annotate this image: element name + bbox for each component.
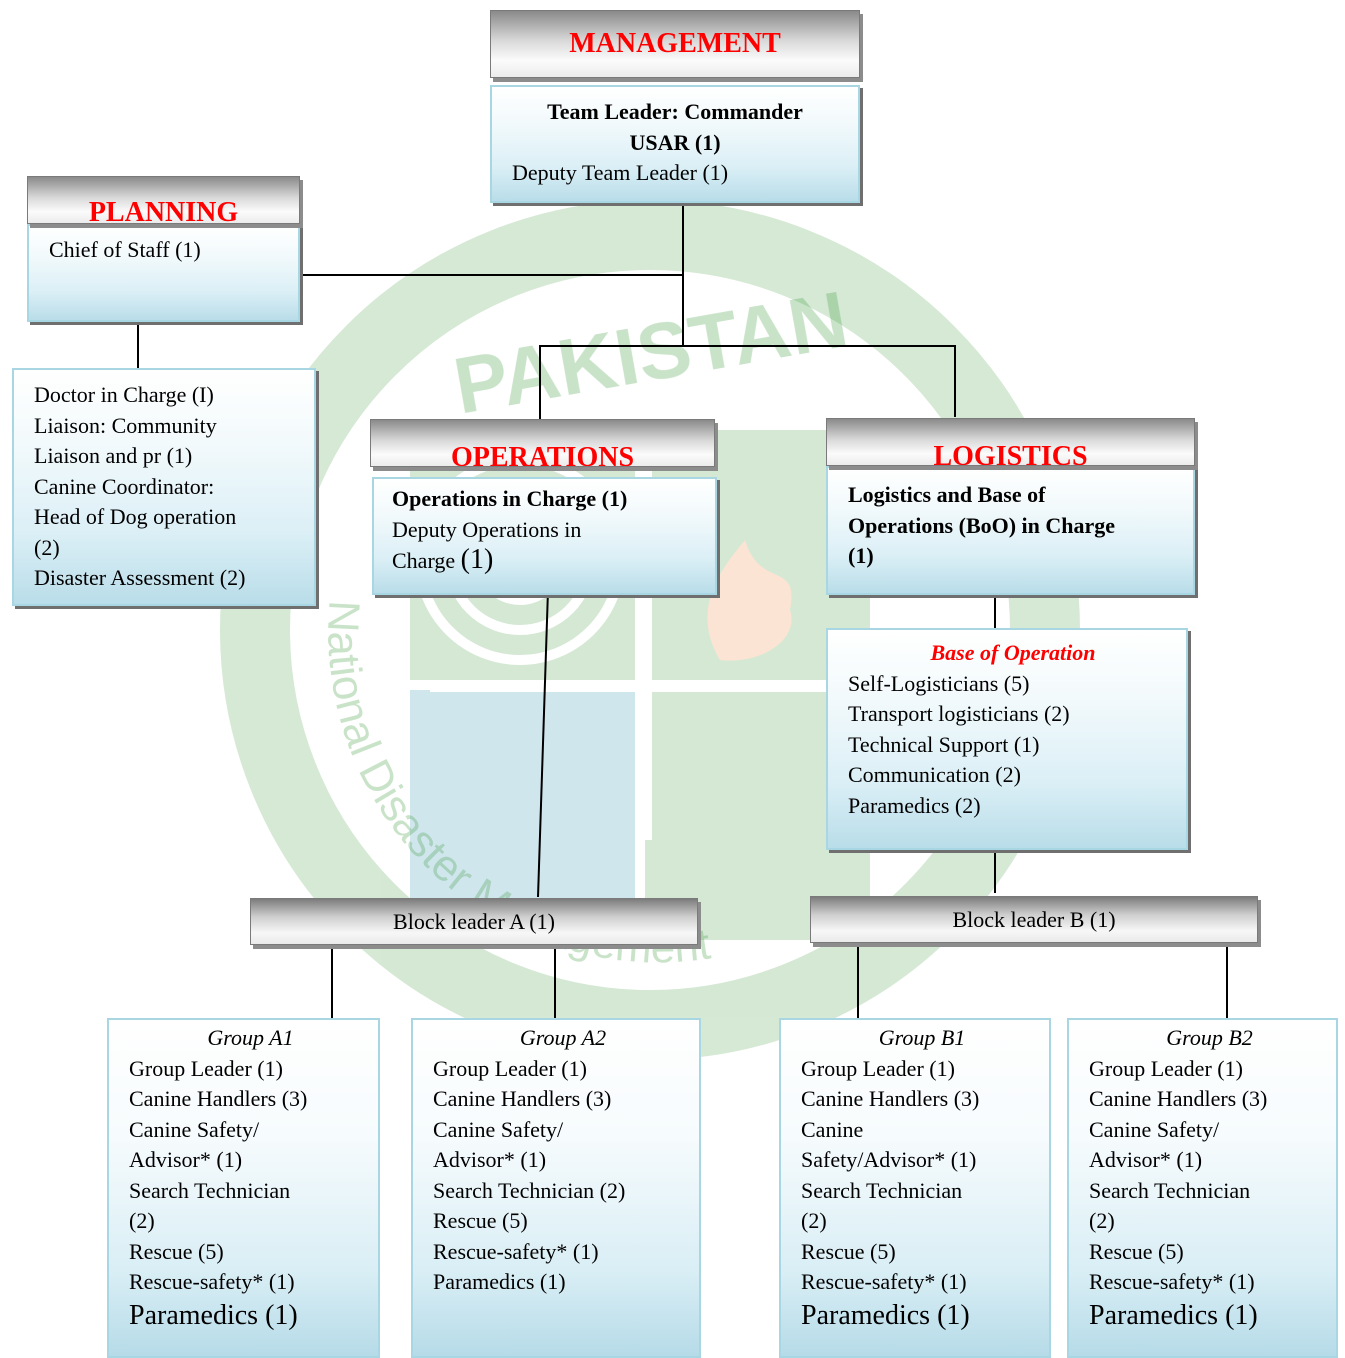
base-of-operation-title: Base of Operation	[930, 640, 1096, 665]
group-a1-box: Group A1 Group Leader (1) Canine Handler…	[107, 1018, 380, 1358]
group-line: Search Technician	[801, 1177, 963, 1203]
planning-title: PLANNING	[88, 197, 239, 224]
group-line: Rescue-safety* (1)	[129, 1269, 295, 1294]
block-leader-b: Block leader B (1)	[810, 896, 1258, 943]
management-box: Team Leader: Commander USAR (1) Deputy T…	[490, 85, 860, 203]
group-line: Canine	[801, 1116, 864, 1142]
logistics-box: Logistics and Base of Operations (BoO) i…	[826, 466, 1195, 595]
group-line: Advisor* (1)	[433, 1147, 547, 1172]
group-line: Canine Safety/	[433, 1116, 564, 1142]
group-line: Rescue (5)	[129, 1238, 224, 1264]
group-line: Canine Handlers (3)	[1089, 1086, 1268, 1111]
base-line: Self-Logisticians (5)	[848, 670, 1030, 696]
staff-line: Doctor in Charge (I)	[34, 382, 214, 407]
management-header: MANAGEMENT	[490, 10, 860, 78]
deputy-operations-count: (1)	[460, 544, 494, 575]
deputy-operations-label-cont: Charge	[392, 548, 456, 573]
group-line: Group Leader (1)	[1089, 1055, 1243, 1081]
base-line: Communication (2)	[848, 762, 1021, 787]
group-line: Advisor* (1)	[1089, 1147, 1203, 1172]
logistics-header: LOGISTICS	[826, 418, 1195, 466]
group-line: Search Technician (2)	[433, 1177, 626, 1203]
group-line: Search Technician	[129, 1177, 291, 1203]
staff-line: Disaster Assessment (2)	[34, 565, 246, 590]
group-title: Group A2	[519, 1025, 607, 1050]
deputy-team-leader-label: Deputy Team Leader (1)	[512, 160, 729, 185]
group-line: Rescue-safety* (1)	[801, 1269, 967, 1294]
group-line: Canine Handlers (3)	[801, 1086, 980, 1111]
team-leader-label: Team Leader: Commander	[547, 99, 803, 124]
group-line: Canine Handlers (3)	[129, 1086, 308, 1111]
logistics-title: LOGISTICS	[933, 441, 1088, 466]
group-line: Rescue (5)	[801, 1238, 896, 1264]
staff-line: Head of Dog operation	[34, 504, 237, 529]
group-line: Group Leader (1)	[801, 1055, 955, 1081]
planning-staff-box: Doctor in Charge (I) Liaison: Community …	[12, 368, 316, 606]
base-of-operation-box: Base of Operation Self-Logisticians (5) …	[826, 628, 1188, 850]
base-line: Transport logisticians (2)	[848, 701, 1070, 726]
group-line: Rescue-safety* (1)	[1089, 1269, 1255, 1294]
block-leader-b-label: Block leader B (1)	[952, 906, 1116, 932]
group-line: (2)	[1089, 1208, 1115, 1233]
deputy-operations-label: Deputy Operations in	[392, 516, 582, 542]
group-title: Group B2	[1166, 1025, 1253, 1050]
planning-header: PLANNING	[27, 176, 300, 224]
group-paramedics: Paramedics (1)	[801, 1299, 970, 1331]
group-title: Group B1	[878, 1025, 966, 1050]
planning-box: Chief of Staff (1)	[27, 224, 300, 322]
group-b1-box: Group B1 Group Leader (1) Canine Handler…	[779, 1018, 1051, 1358]
block-leader-a-label: Block leader A (1)	[393, 908, 555, 934]
group-line: Group Leader (1)	[129, 1055, 283, 1081]
group-line: Rescue (5)	[1089, 1238, 1184, 1264]
chief-of-staff-label: Chief of Staff (1)	[49, 237, 201, 262]
operations-in-charge-label: Operations in Charge (1)	[392, 486, 628, 511]
management-title: MANAGEMENT	[569, 28, 781, 59]
group-line: Safety/Advisor* (1)	[801, 1147, 977, 1172]
staff-line: Canine Coordinator:	[34, 473, 215, 499]
logistics-in-charge-label: Logistics and Base of	[848, 482, 1046, 507]
group-line: Rescue-safety* (1)	[433, 1238, 599, 1264]
operations-box: Operations in Charge (1) Deputy Operatio…	[372, 477, 717, 595]
group-line: Canine Safety/	[129, 1116, 260, 1142]
group-line: Group Leader (1)	[433, 1055, 587, 1081]
group-title: Group A1	[207, 1025, 294, 1050]
group-line: Advisor* (1)	[129, 1147, 243, 1172]
staff-line: Liaison and pr (1)	[34, 443, 193, 468]
team-leader-count: USAR (1)	[629, 129, 721, 155]
logistics-in-charge-label-cont: Operations (BoO) in Charge	[848, 512, 1116, 538]
group-line: Rescue (5)	[433, 1208, 528, 1233]
group-line: Paramedics (1)	[433, 1269, 566, 1294]
base-line: Paramedics (2)	[848, 792, 981, 818]
base-line: Technical Support (1)	[848, 731, 1040, 757]
group-b2-box: Group B2 Group Leader (1) Canine Handler…	[1067, 1018, 1338, 1358]
staff-line: Liaison: Community	[34, 412, 217, 438]
block-leader-a: Block leader A (1)	[250, 898, 698, 945]
group-line: Canine Handlers (3)	[433, 1086, 612, 1111]
operations-title: OPERATIONS	[450, 442, 635, 467]
group-line: (2)	[801, 1208, 827, 1233]
staff-line: (2)	[34, 534, 60, 560]
group-line: (2)	[129, 1208, 155, 1233]
group-a2-box: Group A2 Group Leader (1) Canine Handler…	[411, 1018, 701, 1358]
group-line: Search Technician	[1089, 1177, 1251, 1203]
group-line: Canine Safety/	[1089, 1116, 1220, 1142]
group-paramedics: Paramedics (1)	[129, 1299, 298, 1331]
logistics-in-charge-count: (1)	[848, 543, 874, 568]
group-paramedics: Paramedics (1)	[1089, 1299, 1258, 1331]
operations-header: OPERATIONS	[370, 419, 715, 467]
